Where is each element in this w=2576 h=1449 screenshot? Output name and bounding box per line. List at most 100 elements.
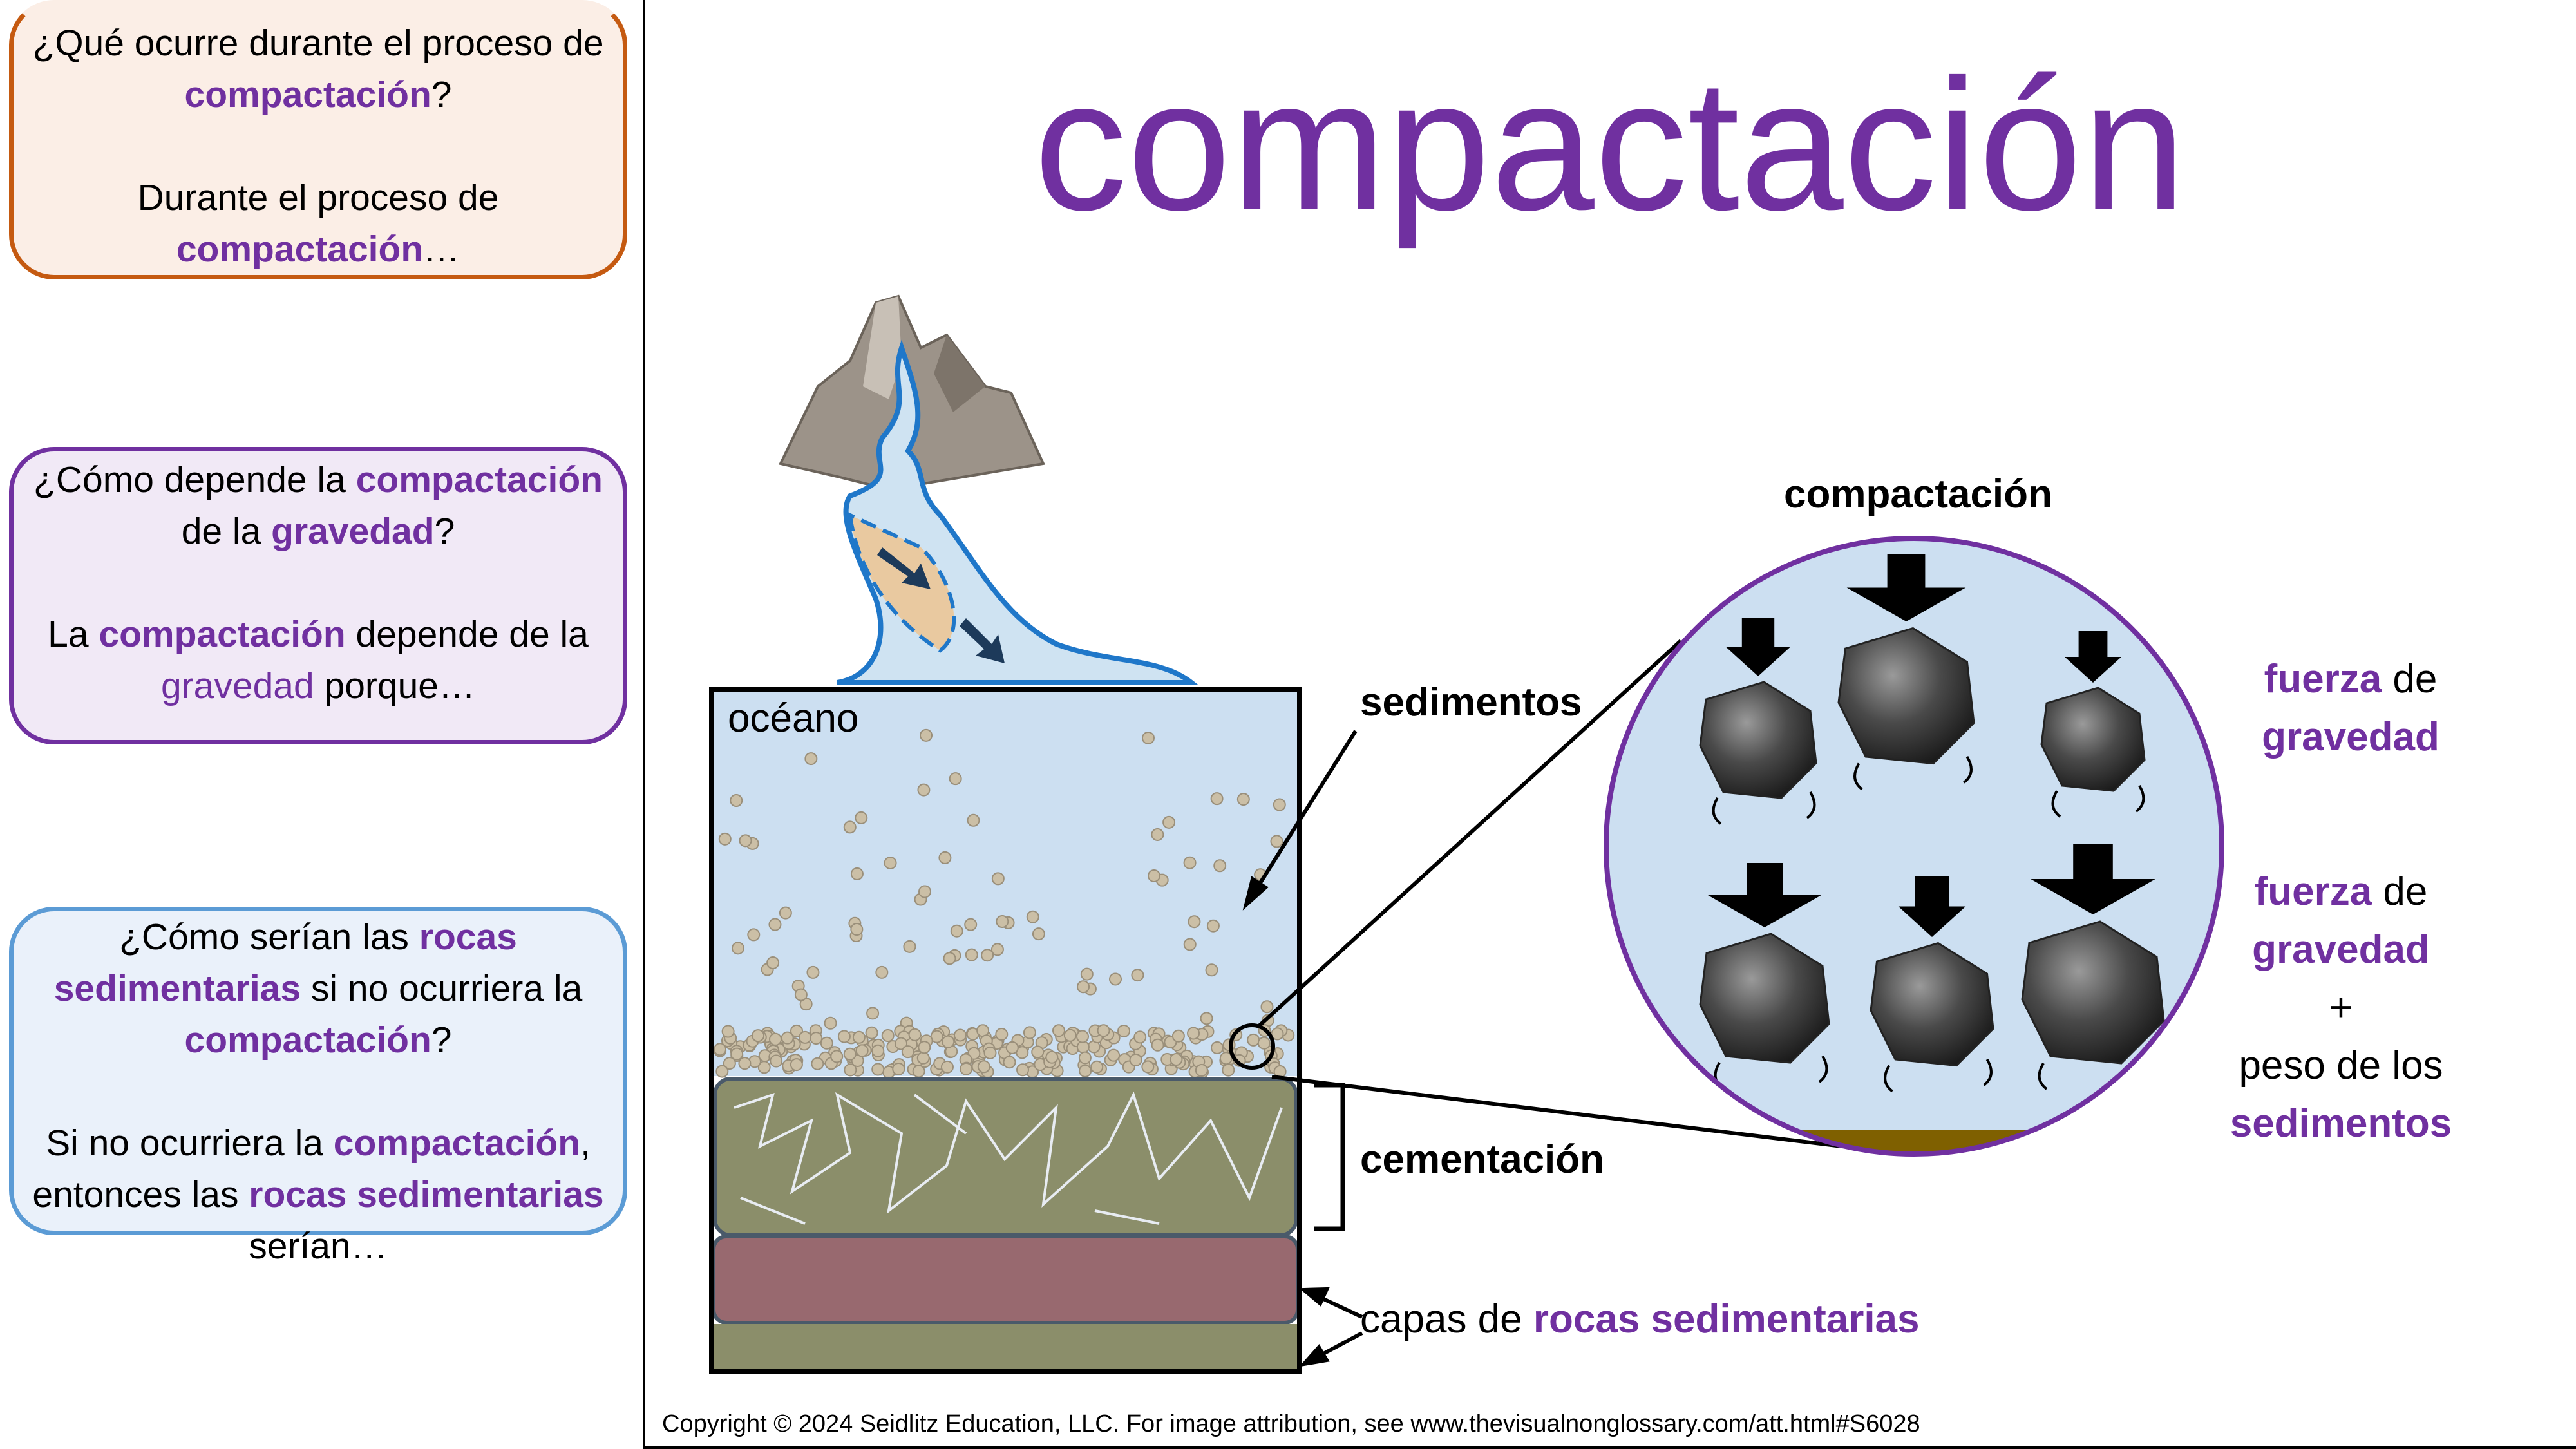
sediment-particle bbox=[865, 1026, 878, 1039]
sediment-particle bbox=[714, 1043, 727, 1056]
sediment-particle bbox=[908, 1028, 922, 1041]
compaction-zoom-circle bbox=[1604, 536, 2224, 1157]
rock-icon bbox=[1837, 554, 1975, 791]
sediment-particle bbox=[903, 940, 916, 953]
sediment-particle bbox=[983, 1046, 997, 1059]
cementation-pattern bbox=[734, 1091, 1283, 1225]
sediment-particle bbox=[995, 1028, 1009, 1041]
rock-icon bbox=[2040, 631, 2146, 818]
down-arrow-icon bbox=[1726, 618, 1790, 676]
sediment-particle bbox=[1247, 1033, 1260, 1046]
sediment-particle bbox=[1076, 1030, 1090, 1043]
sediment-particle bbox=[837, 1030, 851, 1043]
sediment-particle bbox=[770, 1054, 783, 1068]
sediment-particle bbox=[1052, 1024, 1065, 1037]
down-arrow-icon bbox=[1898, 876, 1966, 937]
question-box-1: ¿Qué ocurre durante el proceso de compac… bbox=[9, 0, 627, 279]
sediment-particle bbox=[721, 1025, 735, 1038]
question-2: ¿Cómo depende la compactación de la grav… bbox=[33, 459, 603, 552]
sediment-particle bbox=[799, 1030, 812, 1044]
sediment-particle bbox=[810, 1032, 823, 1045]
sediments-label: sedimentos bbox=[1360, 680, 1582, 724]
sediment-particle bbox=[1141, 731, 1155, 744]
question-3: ¿Cómo serían las rocas sedimentarias si … bbox=[53, 916, 583, 1061]
sediment-particle bbox=[892, 1062, 905, 1075]
rock-icon bbox=[2021, 844, 2165, 1090]
sediment-particle bbox=[1162, 815, 1176, 829]
sediment-particle bbox=[943, 952, 956, 965]
sediment-particle bbox=[730, 794, 743, 808]
sediment-particle bbox=[949, 772, 962, 786]
sediment-particle bbox=[1005, 1041, 1019, 1054]
sediment-particle bbox=[843, 1047, 857, 1061]
answer-stem-3: Si no ocurriera la compactación, entonce… bbox=[32, 1122, 604, 1267]
sediment-particle bbox=[1133, 1030, 1147, 1044]
sediment-particle bbox=[895, 1037, 908, 1050]
layers-label: capas de rocas sedimentarias bbox=[1360, 1297, 1920, 1341]
sediment-particle bbox=[1032, 927, 1045, 941]
sediment-particle bbox=[1195, 1064, 1208, 1077]
sediment-particle bbox=[790, 1058, 803, 1072]
sediment-particle bbox=[1003, 1056, 1016, 1069]
sediment-particle bbox=[875, 965, 889, 979]
sediment-particle bbox=[794, 988, 808, 1001]
sediment-particle bbox=[881, 1029, 895, 1043]
sediment-particle bbox=[1170, 1053, 1183, 1066]
sediment-particle bbox=[920, 728, 933, 742]
page-title: compactación bbox=[1034, 41, 2186, 249]
sediment-particle bbox=[769, 1032, 782, 1046]
river-icon bbox=[837, 339, 1199, 685]
rock-layer-red bbox=[712, 1235, 1300, 1325]
sediment-particle bbox=[1273, 798, 1286, 811]
rock-icon bbox=[1699, 863, 1830, 1090]
sediment-particle bbox=[1109, 972, 1122, 986]
question-box-2: ¿Cómo depende la compactación de la grav… bbox=[9, 447, 627, 744]
sediment-particle bbox=[855, 1044, 869, 1057]
sediment-particle bbox=[1141, 1060, 1155, 1074]
sediment-particle bbox=[1236, 793, 1250, 806]
sediment-particle bbox=[938, 851, 952, 864]
sediment-particle bbox=[964, 918, 978, 931]
sediment-particle bbox=[752, 1029, 765, 1043]
copyright: Copyright © 2024 Seidlitz Education, LLC… bbox=[662, 1410, 1920, 1437]
cementation-bracket bbox=[1314, 1083, 1345, 1231]
sediment-particle bbox=[1219, 1052, 1233, 1065]
sediment-particle bbox=[1080, 967, 1094, 981]
sediment-particle bbox=[1213, 859, 1227, 873]
sediment-particles bbox=[714, 728, 1295, 1079]
sediment-particle bbox=[820, 1036, 833, 1050]
question-1: ¿Qué ocurre durante el proceso de compac… bbox=[32, 23, 604, 115]
sediment-particle bbox=[739, 834, 752, 848]
sediment-particle bbox=[850, 867, 864, 880]
sediment-particle bbox=[766, 956, 780, 969]
sediment-particle bbox=[806, 965, 820, 979]
sediment-particle bbox=[1147, 869, 1160, 882]
sediment-particle bbox=[718, 832, 732, 846]
answer-stem-2: La compactación depende de la gravedad p… bbox=[48, 614, 589, 706]
sediment-particle bbox=[738, 1057, 752, 1070]
sediment-particle bbox=[996, 915, 1009, 929]
sediment-particle bbox=[871, 1063, 885, 1076]
sediment-particle bbox=[830, 1050, 844, 1063]
sediment-particle bbox=[950, 924, 963, 938]
sediment-particle bbox=[1206, 919, 1220, 933]
sediment-particle bbox=[1129, 1053, 1142, 1066]
sediment-particle bbox=[1090, 1060, 1104, 1074]
sediment-particle bbox=[1045, 1050, 1059, 1064]
sediment-particle bbox=[918, 885, 932, 898]
question-box-3: ¿Cómo serían las rocas sedimentarias si … bbox=[9, 907, 627, 1267]
sediment-particle bbox=[866, 1007, 880, 1020]
answer-stem-1: Durante el proceso de compactación… bbox=[137, 177, 499, 270]
sediment-particle bbox=[1079, 1064, 1092, 1077]
sediment-particle bbox=[811, 1057, 824, 1070]
sediment-particle bbox=[918, 1041, 931, 1054]
sediment-particle bbox=[981, 949, 994, 962]
sediment-particle bbox=[960, 1062, 973, 1075]
sediment-particle bbox=[1270, 835, 1283, 848]
arrows bbox=[1242, 730, 1363, 1367]
diagram-frame bbox=[643, 0, 2576, 1449]
sediment-particle bbox=[731, 942, 744, 955]
sediment-particle bbox=[965, 948, 978, 961]
sediment-particle bbox=[790, 1024, 804, 1037]
